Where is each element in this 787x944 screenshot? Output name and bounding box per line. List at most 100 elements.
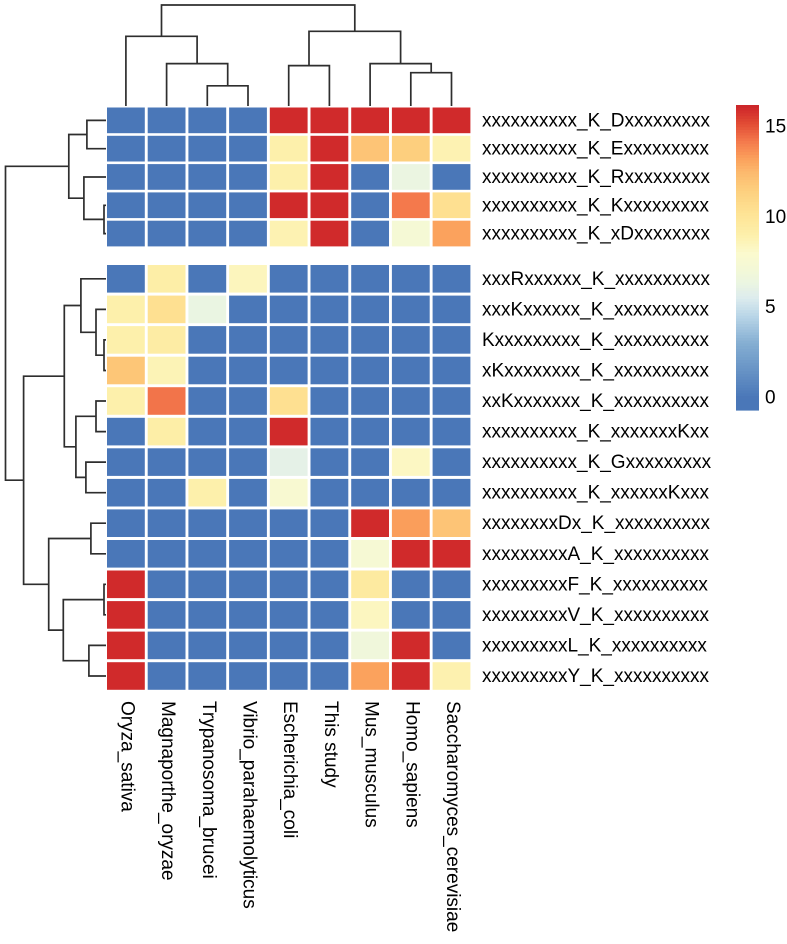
colorbar-gradient: [736, 371, 759, 375]
heatmap-cell: [147, 192, 186, 219]
colorbar-gradient: [736, 360, 759, 364]
heatmap-cell: [351, 662, 389, 690]
heatmap-cell: [147, 387, 186, 415]
row-label: xxxxxxxxDx_K_xxxxxxxxxx: [482, 513, 711, 534]
heatmap-cell: [147, 570, 186, 599]
heatmap-cell: [107, 570, 145, 599]
heatmap-cell: [391, 448, 430, 476]
heatmap-cell: [107, 417, 145, 446]
colorbar-gradient: [736, 243, 759, 247]
heatmap-cell: [188, 540, 227, 568]
colorbar-gradient: [736, 318, 759, 322]
colorbar-gradient: [736, 276, 759, 281]
colorbar-gradient: [736, 249, 759, 253]
colorbar-gradient: [736, 349, 759, 353]
row-label: xxKxxxxxxx_K_xxxxxxxxxx: [482, 391, 709, 412]
heatmap-cell: [351, 164, 389, 190]
colorbar-gradient: [736, 185, 759, 189]
colorbar-gradient: [736, 374, 759, 378]
colorbar-gradient: [736, 263, 759, 267]
heatmap-cell: [269, 631, 308, 660]
heatmap-cell: [432, 601, 471, 629]
colorbar-gradient: [736, 232, 759, 236]
heatmap-cell: [269, 540, 308, 568]
row-label: xxxxxxxxxx_K_Dxxxxxxxxx: [482, 110, 711, 131]
heatmap-cell: [147, 107, 186, 134]
heatmap-cell: [391, 662, 430, 690]
colorbar-gradient: [736, 227, 759, 231]
heatmap-cell: [351, 417, 389, 446]
colorbar-gradient: [736, 138, 759, 142]
colorbar-gradient: [736, 268, 759, 272]
heatmap-cell: [432, 265, 471, 293]
row-label: xxxRxxxxxx_K_xxxxxxxxxx: [482, 269, 711, 290]
heatmap-cell: [229, 601, 267, 629]
row-label: xxxxxxxxxx_K_Rxxxxxxxxx: [482, 167, 711, 188]
colorbar-gradient: [736, 293, 759, 297]
heatmap-cell: [351, 326, 389, 354]
heatmap-cell: [229, 107, 267, 134]
colorbar-gradient: [736, 157, 759, 162]
heatmap-cell: [351, 631, 389, 660]
heatmap-cell: [432, 135, 471, 162]
heatmap-cell: [432, 326, 471, 354]
heatmap-cell: [107, 509, 145, 537]
heatmap-cell: [188, 164, 227, 190]
colorbar-gradient: [736, 229, 759, 234]
heatmap-cell: [391, 107, 430, 134]
heatmap-cell: [107, 387, 145, 415]
heatmap-cell: [351, 135, 389, 162]
colorbar-gradient: [736, 246, 759, 250]
column-label: Saccharomyces_cerevisiae: [442, 701, 463, 932]
colorbar-gradient: [736, 238, 759, 242]
colorbar-gradient: [736, 401, 759, 406]
heatmap-cell: [391, 387, 430, 415]
heatmap-cell: [188, 570, 227, 599]
colorbar-gradient: [736, 213, 759, 217]
colorbar-gradient: [736, 252, 759, 256]
heatmap-cell: [391, 509, 430, 537]
heatmap-cell: [432, 540, 471, 568]
colorbar-gradient: [736, 335, 759, 339]
heatmap-cell: [269, 478, 308, 507]
colorbar-gradient: [736, 357, 759, 361]
heatmap-cell: [147, 601, 186, 629]
row-label: xxxKxxxxxx_K_xxxxxxxxxx: [482, 299, 709, 320]
heatmap-cell: [269, 570, 308, 599]
colorbar-gradient: [736, 315, 759, 320]
heatmap-cell: [432, 631, 471, 660]
colorbar-gradient: [736, 346, 759, 350]
heatmap-cell: [310, 662, 349, 690]
colorbar-gradient: [736, 324, 759, 328]
colorbar-gradient: [736, 382, 759, 386]
heatmap-cell: [269, 662, 308, 690]
heatmap-cell: [147, 326, 186, 354]
heatmap-cell: [147, 417, 186, 446]
colorbar-gradient: [736, 404, 759, 408]
colorbar-gradient: [736, 274, 759, 278]
colorbar-gradient: [736, 288, 759, 292]
colorbar-gradient: [736, 116, 759, 120]
colorbar-gradient: [736, 135, 759, 139]
heatmap-cell: [310, 164, 349, 190]
row-label: xxxxxxxxxx_K_Gxxxxxxxxx: [482, 452, 712, 473]
colorbar-gradient: [736, 304, 759, 308]
heatmap-cell: [432, 220, 471, 247]
colorbar-gradient: [736, 121, 759, 125]
colorbar-gradient: [736, 168, 759, 173]
heatmap-cell: [351, 540, 389, 568]
colorbar-gradient: [736, 265, 759, 270]
heatmap-cell: [147, 164, 186, 190]
heatmap-cell: [269, 164, 308, 190]
heatmap-cell: [391, 295, 430, 324]
heatmap-cell: [188, 326, 227, 354]
heatmap-cell: [269, 265, 308, 293]
colorbar-gradient: [736, 301, 759, 306]
colorbar-gradient: [736, 385, 759, 389]
heatmap-cell: [310, 135, 349, 162]
heatmap-cell: [147, 662, 186, 690]
heatmap-cell: [107, 540, 145, 568]
heatmap-cell: [351, 478, 389, 507]
heatmap-cell: [229, 220, 267, 247]
